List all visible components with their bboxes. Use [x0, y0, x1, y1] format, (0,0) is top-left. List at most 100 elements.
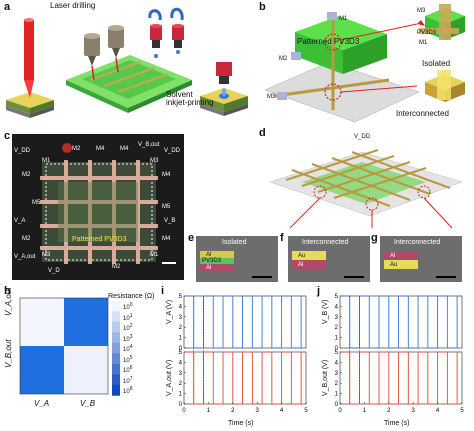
x-tick-label: 2: [387, 408, 391, 414]
i-xlabel: Time (s): [228, 420, 254, 427]
y-tick-label: 3: [179, 371, 183, 377]
y-tick-label: 0: [179, 346, 183, 352]
panel-label-d: d: [259, 127, 266, 139]
y-tick-label: 2: [335, 381, 339, 387]
x-tick-label: 1: [363, 408, 367, 414]
panel-label-i: i: [161, 285, 165, 297]
y-tick-label: 1: [179, 336, 183, 342]
y-tick-label: 3: [335, 371, 339, 377]
f-title: Interconnected: [302, 239, 349, 246]
y-tick-label: 0: [335, 402, 339, 408]
f-layer-au: Au: [292, 251, 326, 260]
y-tick-label: 4: [335, 304, 339, 310]
c-m2-bottom-label: M2: [112, 264, 121, 270]
h-ylabel-bout: V_B,out: [4, 339, 13, 368]
x-tick-label: 0: [338, 408, 342, 414]
y-tick-label: 2: [335, 325, 339, 331]
laser-beam: [24, 18, 34, 98]
y-tick-label: 3: [179, 315, 183, 321]
colorbar-step: [112, 374, 120, 386]
plot-frame-bottom: [183, 351, 307, 405]
e-title: Isolated: [222, 239, 247, 246]
inkjet-printheads: [84, 25, 124, 81]
colorbar-tick-label: 108: [123, 386, 133, 395]
y-tick-label: 5: [335, 294, 339, 300]
c-patterned-label: Patterned PV3D3: [72, 236, 127, 243]
x-tick-label: 3: [412, 408, 416, 414]
colorbar-tick-label: 103: [123, 333, 133, 343]
c-m2-left-label: M2: [22, 172, 31, 178]
y-tick-label: 1: [179, 392, 183, 398]
x-tick-label: 0: [182, 408, 186, 414]
patterned-pv3d3-label: Patterned PV3D3: [297, 37, 360, 46]
substrate-stack-left: [6, 92, 54, 118]
colorbar-tick-label: 105: [123, 354, 133, 364]
e-layer-al-top: Al: [200, 251, 234, 258]
j-xlabel: Time (s): [384, 420, 410, 427]
y-tick-label: 5: [179, 350, 183, 356]
y-tick-label: 4: [179, 304, 183, 310]
c-m1-label: M1: [42, 158, 51, 164]
colorbar-tick-label: 102: [123, 323, 133, 332]
panel-label-h: h: [4, 285, 11, 297]
i-bottom-ylabel: V_A,out (V): [166, 359, 173, 396]
colorbar-step: [112, 363, 120, 375]
c-vaout-label: V_A,out: [14, 254, 36, 260]
series-line-top: [184, 295, 306, 349]
colorbar-step: [112, 311, 120, 323]
plot-frame-bottom: [339, 351, 463, 405]
y-tick-label: 0: [179, 402, 183, 408]
panel-label-e: e: [188, 232, 195, 244]
interconnected-label: Interconnected: [396, 109, 449, 118]
f-scale-bar: [344, 276, 364, 278]
x-tick-label: 2: [231, 408, 235, 414]
laser-drilling-label: Laser drilling: [50, 1, 96, 10]
g-title: Interconnected: [394, 239, 441, 246]
heatmap-svg: [19, 297, 120, 396]
panel-a-illustration: Laser drilling Solvent inkjet-printing: [0, 0, 255, 128]
colorbar-step: [112, 384, 120, 396]
isolated-label: Isolated: [422, 59, 451, 68]
y-tick-label: 3: [335, 315, 339, 321]
panel-d-circuit: V_DD: [262, 130, 470, 230]
b-m2-label: M2: [279, 56, 288, 62]
c-m5-left-label: M5: [32, 200, 41, 206]
g-scale-bar: [436, 276, 456, 278]
heatmap-cell-ba: [20, 346, 64, 394]
y-tick-label: 5: [335, 350, 339, 356]
pv3d3-schematic: [264, 4, 465, 123]
panel-h-heatmap: Resistance (Ω) V_A,out V_B,out V_A V_B 1…: [0, 288, 160, 431]
x-tick-label: 4: [436, 408, 440, 414]
panel-label-c: c: [4, 130, 11, 142]
panel-label-a: a: [4, 1, 11, 13]
colorbar-tick-label: 101: [123, 312, 133, 322]
panel-label-g: g: [371, 232, 378, 244]
solvent-nozzle: [148, 7, 184, 58]
c-vdd2-label: V_DD: [164, 148, 181, 154]
i-top-ylabel: V_A (V): [166, 299, 173, 324]
c-m4-top2-label: M4: [120, 146, 129, 152]
c-m2-left2-label: M2: [22, 236, 31, 242]
c-vd-label: V_D: [48, 268, 60, 274]
x-tick-label: 3: [256, 408, 260, 414]
colorbar-tick-label: 106: [123, 365, 133, 374]
panel-b-schematic: Patterned PV3D3 M1 M2 M3 PV3D3 M3 M1 Iso…: [259, 0, 474, 128]
e-layer-pv3d3: PV3D3: [200, 258, 234, 264]
fabrication-scene: [6, 7, 248, 118]
g-layer-au: Au: [384, 260, 418, 269]
y-tick-label: 2: [179, 381, 183, 387]
y-tick-label: 2: [179, 325, 183, 331]
green-board: [66, 55, 192, 113]
b-pv3d3-label: PV3D3: [417, 30, 437, 36]
e-layer-al-bottom: Al: [200, 264, 234, 271]
x-tick-label: 5: [460, 408, 464, 414]
h-ylabel-aout: V_A,out: [4, 288, 13, 316]
panel-label-j: j: [317, 285, 321, 297]
y-tick-label: 4: [179, 360, 183, 366]
y-tick-label: 5: [179, 294, 183, 300]
c-m3-label: M3: [42, 252, 51, 258]
series-line-bottom: [340, 351, 462, 405]
j-top-ylabel: V_B (V): [322, 299, 329, 324]
